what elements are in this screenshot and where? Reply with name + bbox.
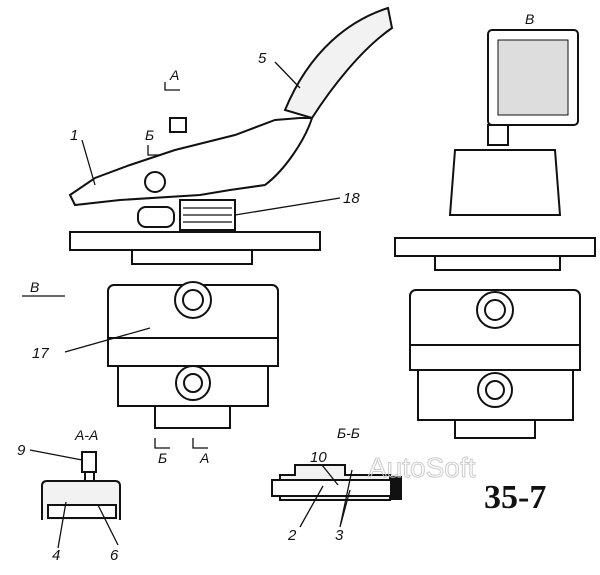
section-bb bbox=[271, 464, 402, 501]
callout-17: 17 bbox=[32, 345, 49, 362]
side-view bbox=[22, 6, 394, 449]
pedal-pad bbox=[283, 6, 394, 120]
view-b-arrow-label: В bbox=[30, 279, 39, 295]
section-aa bbox=[41, 451, 121, 520]
section-mark-a-top: А bbox=[169, 67, 179, 83]
callout-1: 1 bbox=[70, 127, 78, 144]
section-mark-a-bottom: А bbox=[199, 450, 209, 466]
pedal-lever bbox=[68, 117, 314, 207]
mount-plate bbox=[69, 231, 321, 251]
figure-number: 35-7 bbox=[484, 479, 546, 516]
callout-6: 6 bbox=[110, 547, 119, 564]
callout-3: 3 bbox=[335, 527, 344, 544]
watermark: AutoSoft bbox=[368, 452, 476, 483]
callout-2: 2 bbox=[287, 527, 297, 544]
section-mark-b-bottom: Б bbox=[158, 450, 167, 466]
callout-5: 5 bbox=[258, 50, 267, 67]
section-title-bb: Б-Б bbox=[337, 425, 360, 441]
callout-10: 10 bbox=[310, 449, 327, 466]
callout-9: 9 bbox=[17, 442, 26, 459]
section-title-aa: А-А bbox=[74, 427, 98, 443]
callout-18: 18 bbox=[343, 190, 360, 207]
view-b-title: В bbox=[525, 11, 534, 27]
front-view bbox=[394, 29, 596, 439]
callout-4: 4 bbox=[52, 547, 60, 564]
section-mark-b-top: Б bbox=[145, 127, 154, 143]
